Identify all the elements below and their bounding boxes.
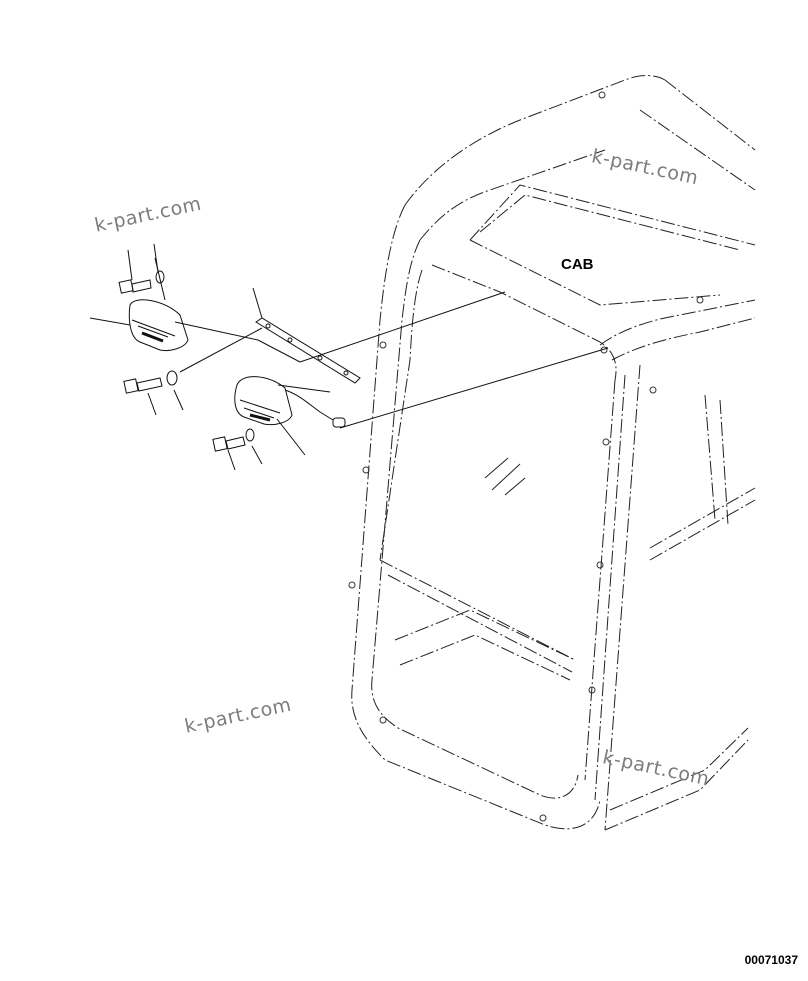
bolt-middle	[123, 377, 163, 416]
lamp-bracket	[252, 287, 361, 384]
washer-upper	[153, 243, 165, 284]
cab-frame	[351, 75, 756, 831]
bolt-upper	[118, 249, 152, 294]
work-lamp-upper	[89, 257, 189, 351]
leader-lines	[174, 291, 609, 429]
window-glass-marks	[484, 457, 526, 496]
washer-lower	[245, 428, 263, 465]
bolt-lower	[212, 436, 246, 471]
cab-label: CAB	[561, 256, 594, 273]
frame-bolts	[348, 91, 704, 822]
work-lamp-lower	[234, 376, 346, 456]
drawing-number: 00071037	[744, 953, 798, 967]
washer-middle	[166, 370, 184, 411]
